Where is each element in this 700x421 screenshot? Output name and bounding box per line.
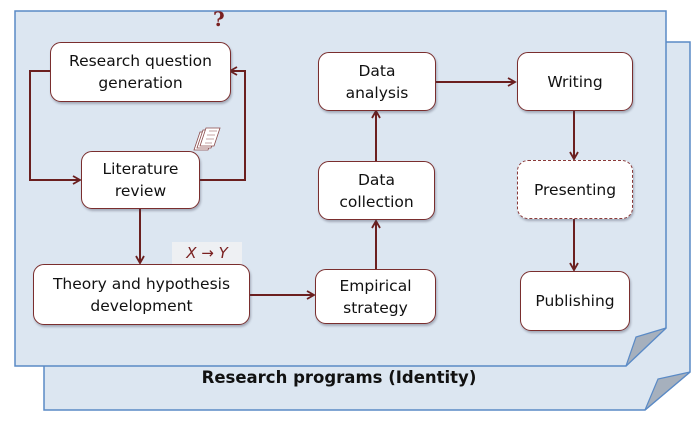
node-presenting[interactable]: Presenting xyxy=(517,160,633,219)
edge-literature-review-to-research-question xyxy=(199,66,246,181)
node-data-collection[interactable]: Data collection xyxy=(318,161,435,220)
node-writing[interactable]: Writing xyxy=(517,52,633,111)
node-publishing[interactable]: Publishing xyxy=(520,271,630,331)
back-sheet-fold xyxy=(644,371,691,411)
front-sheet-fold xyxy=(625,327,667,367)
node-label: Presenting xyxy=(533,180,617,199)
node-label: Theory and hypothesis development xyxy=(52,274,231,315)
node-label: Writing xyxy=(547,72,603,91)
question-mark-icon: ? xyxy=(213,7,225,31)
node-label: Literature review xyxy=(102,160,179,200)
node-literature-review[interactable]: Literature review xyxy=(81,151,200,209)
node-label: Data collection xyxy=(339,170,414,211)
node-label: Empirical strategy xyxy=(339,276,412,317)
document-stack-icon xyxy=(193,127,221,151)
node-data-analysis[interactable]: Data analysis xyxy=(318,52,436,111)
node-label: Publishing xyxy=(535,292,615,310)
node-empirical-strategy[interactable]: Empirical strategy xyxy=(315,269,436,324)
node-label: Research question generation xyxy=(69,52,212,92)
hypothesis-annotation: X → Y xyxy=(172,242,242,264)
node-theory-hypothesis[interactable]: Theory and hypothesis development xyxy=(33,264,250,325)
node-label: Data analysis xyxy=(345,61,409,102)
sheet-caption: Research programs (Identity) xyxy=(201,368,477,387)
node-research-question[interactable]: Research question generation xyxy=(50,42,231,102)
edge-research-question-to-literature-review xyxy=(29,70,82,185)
